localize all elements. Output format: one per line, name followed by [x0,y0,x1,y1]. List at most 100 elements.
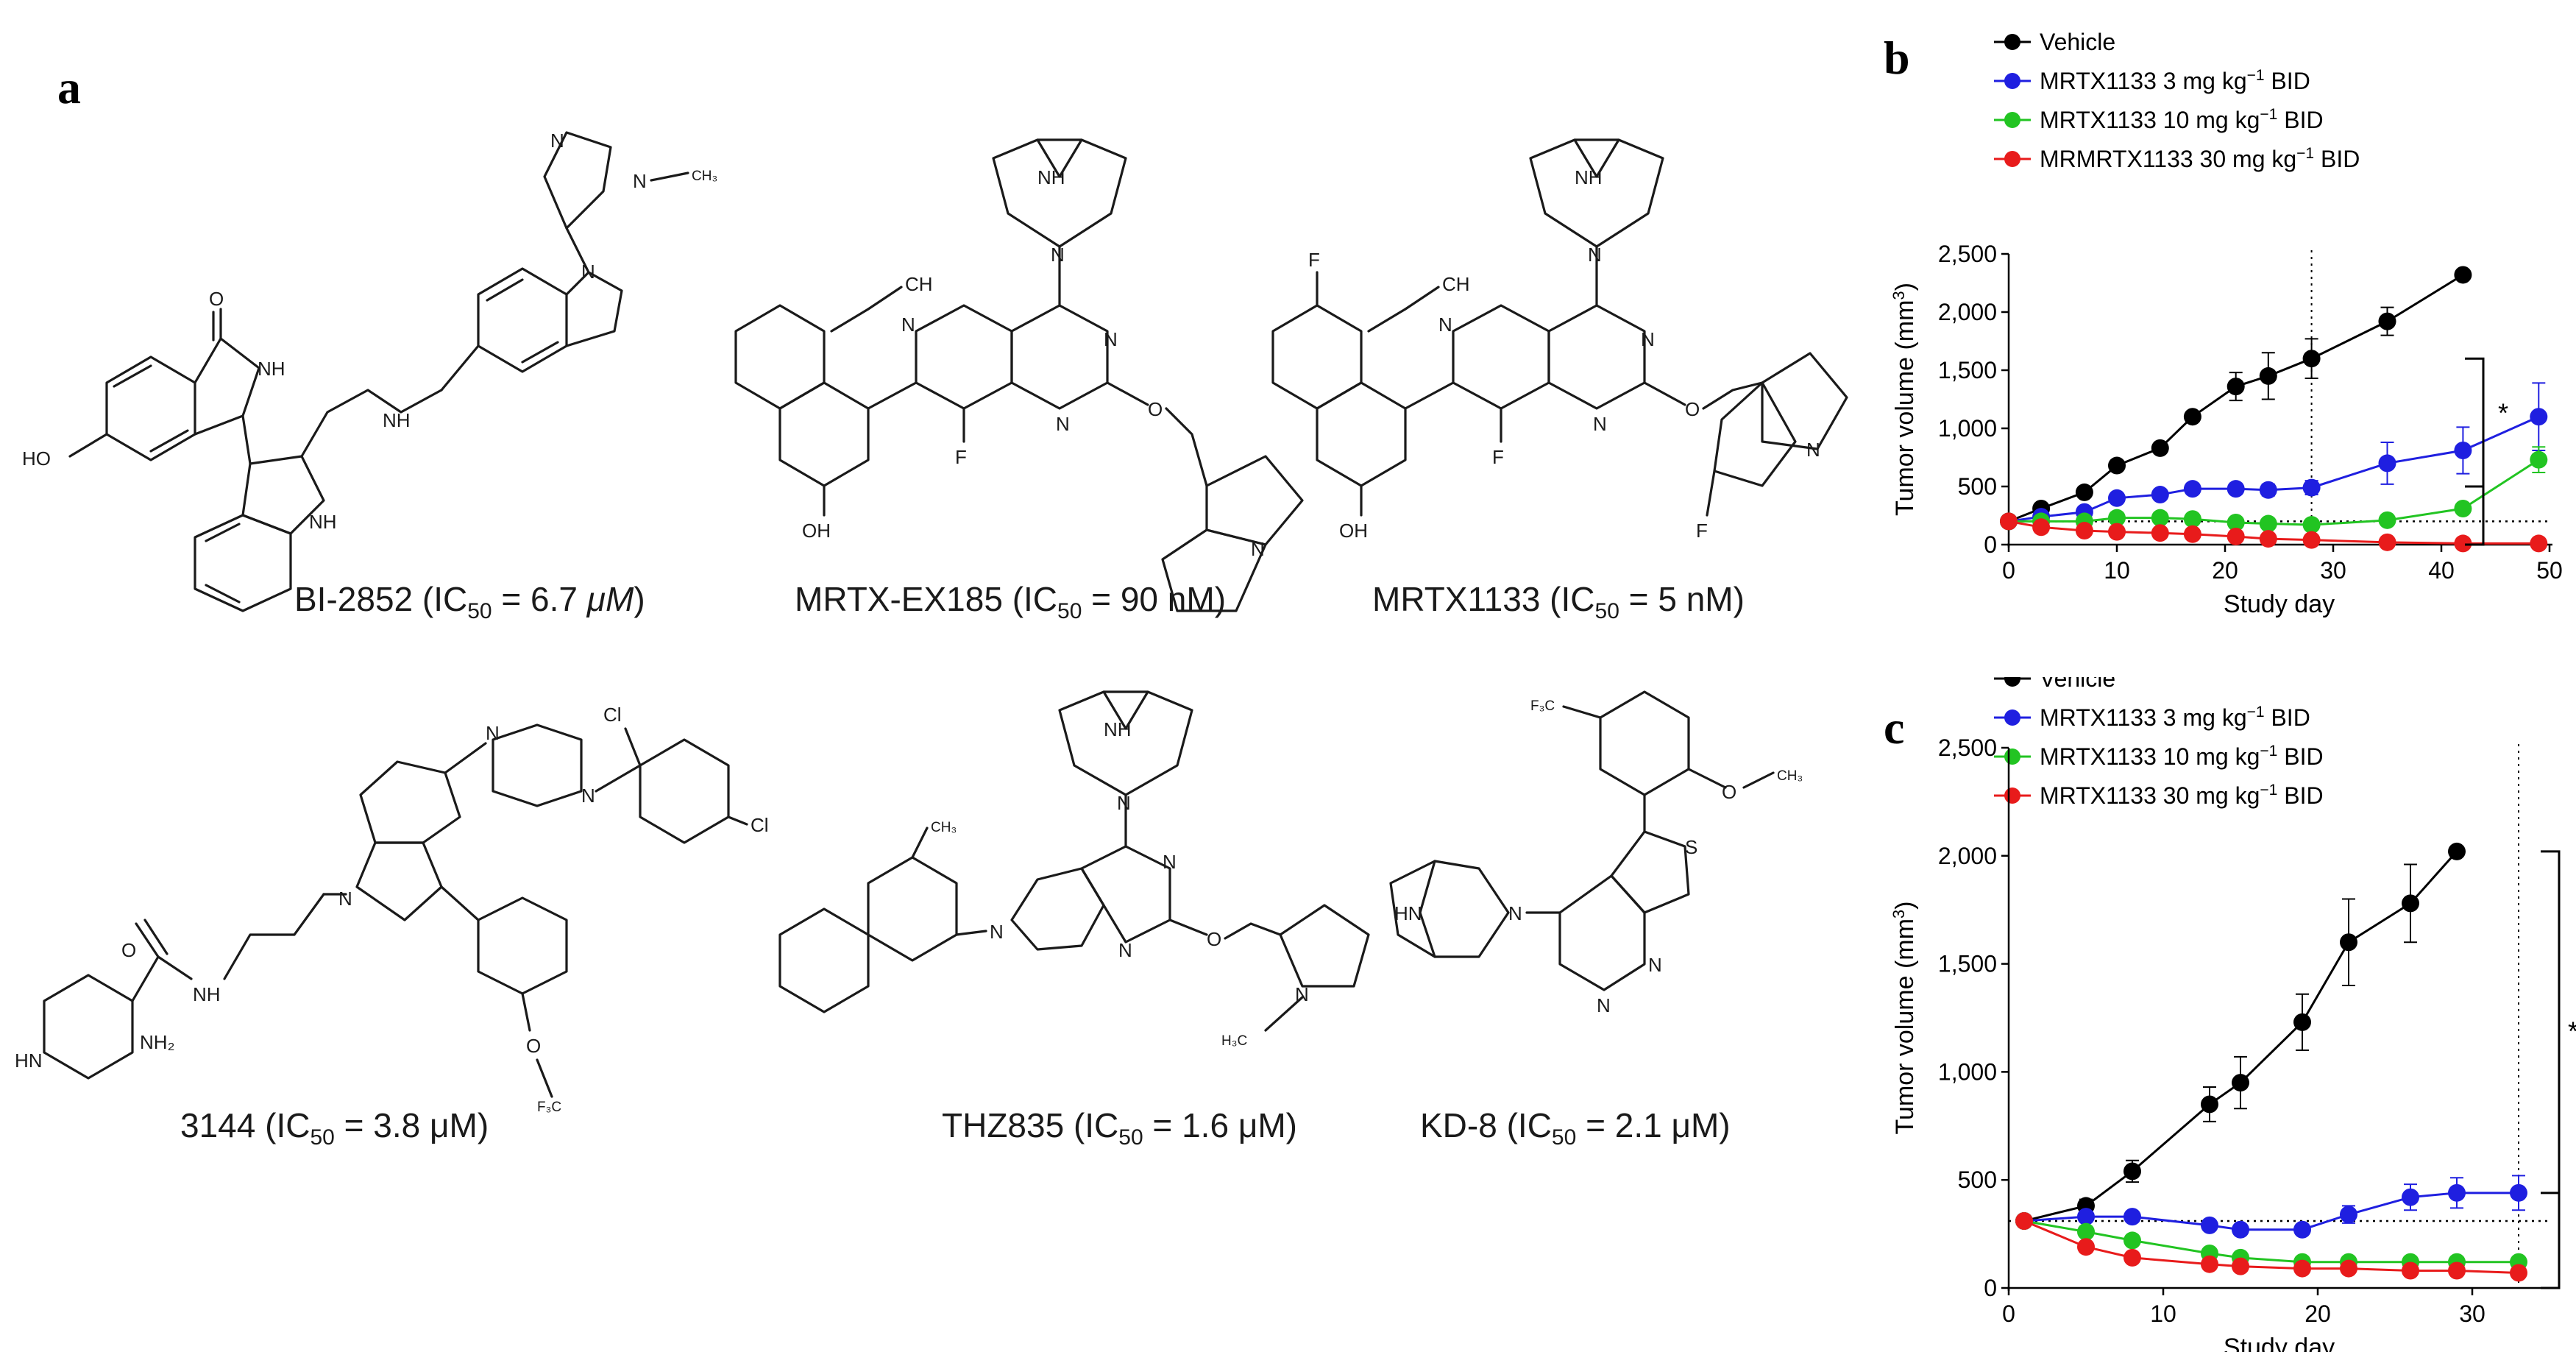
legend-marker [2004,677,2020,687]
series-1 [2000,382,2548,531]
significance-bracket [2541,850,2561,1289]
data-point [2232,1220,2249,1239]
legend-label: MRTX1133 10 mg kg−1 BID [2040,106,2324,133]
data-point [2378,533,2396,551]
series-line [2023,1220,2519,1274]
x-tick-label: 40 [2428,557,2455,584]
data-point [2293,1220,2311,1239]
legend-marker [2004,748,2020,765]
atom-nh2-3144: NH₂ [140,1031,175,1053]
y-tick-label: 1,000 [1938,1058,1997,1085]
panel-label-a: a [57,61,81,113]
caption-bi2852: BI-2852 (IC50 = 6.7 μM) [294,580,645,623]
atom-cl-3144: Cl [603,704,622,726]
data-point [2259,367,2277,385]
data-point [2454,500,2472,518]
legend-label: MRTX1133 10 mg kg−1 BID [2040,743,2324,770]
atom-f2-1133: F [1492,446,1504,468]
atom-n5-1133: N [1806,439,1820,461]
atom-n5-ex185: N [1251,538,1265,560]
x-tick-label: 20 [2212,557,2238,584]
atom-o-3144: O [121,939,136,961]
legend-label: Vehicle [2040,677,2115,692]
data-point [2015,1211,2033,1230]
atom-n2-3144: N [486,722,500,744]
data-point [2123,1248,2141,1267]
data-point [2302,516,2321,534]
atom-nh-ex185: NH [1037,166,1065,188]
atom-ch-ex185: CH [905,273,933,295]
caption-mrtx1133: MRTX1133 (IC50 = 5 nM) [1372,580,1745,623]
atom-n2-1133: N [1641,328,1655,350]
y-tick-label: 2,000 [1938,299,1997,325]
data-point [2077,1222,2095,1241]
data-point [2402,1261,2419,1280]
atom-ch-1133: CH [1442,273,1470,295]
data-point [2183,525,2201,543]
x-tick-label: 30 [2320,557,2346,584]
data-point [2201,1255,2218,1273]
legend-marker [2004,73,2020,89]
data-point [2530,534,2548,553]
legend-marker [2004,112,2020,128]
x-tick-label: 0 [2002,557,2015,584]
atom-cl2-3144: Cl [751,814,769,836]
series-line [2023,1220,2519,1264]
data-point [2510,1183,2527,1202]
atom-h3c-thz: H₃C [1221,1033,1247,1049]
y-tick-label: 1,000 [1938,415,1997,442]
atom-f-1133: F [1308,249,1320,271]
data-point [2302,350,2321,368]
x-axis-label: Study day [2224,590,2335,618]
atom-nh2-bi2852: NH [309,511,337,533]
series-3 [2000,512,2548,553]
atom-nh-bi2852: NH [258,358,285,380]
data-point [2510,1264,2527,1282]
data-point [2108,489,2126,507]
legend-marker [2004,151,2020,167]
data-point [2077,1208,2095,1226]
atom-oh-1133: OH [1339,520,1368,542]
data-point [2151,524,2169,542]
data-point [2108,523,2126,541]
structure-bi2852: O NH HO NH NH N N N CH₃ BI-2852 (IC50 = … [22,130,717,623]
atom-f3c-kd8: F₃C [1530,698,1555,714]
y-axis-label: Tumor volume (mm3) [1890,901,1919,1134]
data-point [2530,408,2548,426]
atom-ch3-thz: CH₃ [931,820,957,835]
atom-f-ex185: F [955,446,967,468]
atom-s-kd8: S [1685,836,1697,858]
panel-label-c: c [1884,701,1904,754]
x-tick-label: 10 [2150,1300,2176,1327]
atom-n2-ex185: N [1104,328,1118,350]
caption-mrtxex185: MRTX-EX185 (IC50 = 90 nM) [795,580,1226,623]
legend-label: MRTX1133 30 mg kg−1 BID [2040,782,2324,809]
data-point [2454,266,2472,284]
data-point [2108,456,2126,475]
y-tick-label: 1,500 [1938,951,1997,977]
series-3 [2015,1211,2527,1282]
series-line [2023,850,2458,1222]
series-2 [2000,446,2548,534]
atom-f3c-3144: F₃C [537,1100,561,1115]
data-point [2378,312,2396,330]
y-tick-label: 2,500 [1938,241,1997,267]
atom-n3-thz: N [1118,939,1132,961]
y-tick-label: 500 [1958,473,1997,500]
legend-label: MRTX1133 3 mg kg−1 BID [2040,704,2310,731]
data-point [2232,1257,2249,1275]
data-point [2448,1183,2466,1202]
legend-label: MRMRTX1133 30 mg kg−1 BID [2040,145,2360,172]
data-point [2302,478,2321,497]
data-point [2259,514,2277,533]
x-tick-label: 10 [2104,557,2130,584]
series-1 [2015,1175,2527,1239]
data-point [2448,842,2466,860]
atom-n2-kd8: N [1597,994,1611,1016]
structures-panel: a O NH HO NH NH N N N [15,61,1848,1150]
y-tick-label: 2,000 [1938,843,1997,869]
